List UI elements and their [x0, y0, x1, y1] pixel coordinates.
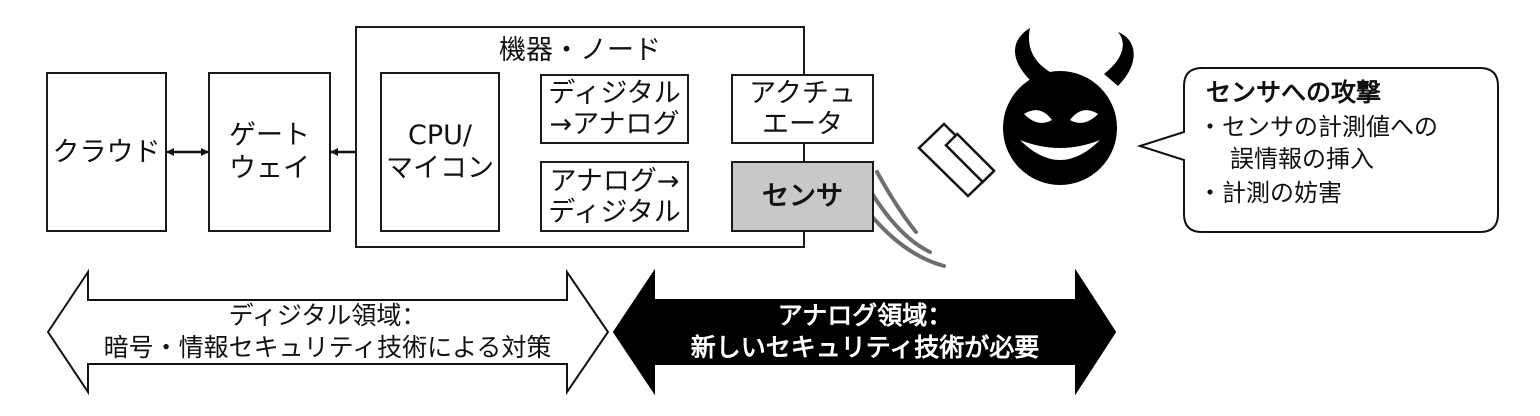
- attack-item-2: ・計測の妨害: [1198, 179, 1342, 207]
- cpu-box: [380, 72, 500, 232]
- cloud-box: [46, 72, 167, 232]
- digital-domain-arrow: [46, 268, 610, 396]
- actuator-label: アクチュ エータ: [749, 78, 856, 140]
- dac-box: [540, 74, 689, 144]
- device-node-title: 機器・ノード: [499, 34, 661, 66]
- devil-icon: [1003, 28, 1134, 185]
- attack-title: センサへの攻撃: [1206, 78, 1382, 107]
- gateway-label: ゲート ウェイ: [229, 120, 310, 184]
- attack-item-1-line-1: ・センサの計測値への: [1198, 113, 1438, 141]
- cpu-label: CPU/ マイコン: [386, 120, 494, 184]
- attack-item-1-line-2: 誤情報の挿入: [1230, 145, 1374, 173]
- adc-label: アナログ→ ディジタル: [548, 165, 681, 228]
- analog-domain-label: アナログ領域： 新しいセキュリティ技術が必要: [690, 301, 1040, 362]
- cloud-label: クラウド: [52, 136, 161, 168]
- digital-domain-label: ディジタル領域： 暗号・情報セキュリティ技術による対策: [103, 301, 552, 362]
- signal-wave-icon: [868, 170, 946, 268]
- gateway-box: [208, 72, 331, 232]
- speech-bubble-outline: [1136, 67, 1499, 233]
- actuator-box: [731, 74, 874, 144]
- laser-emitter-icon: [917, 122, 996, 198]
- sensor-label: センサ: [762, 181, 843, 212]
- sensor-box: [731, 161, 874, 232]
- dac-label: ディジタル →アナログ: [548, 78, 681, 140]
- analog-domain-arrow: [612, 268, 1117, 396]
- adc-box: [540, 161, 689, 232]
